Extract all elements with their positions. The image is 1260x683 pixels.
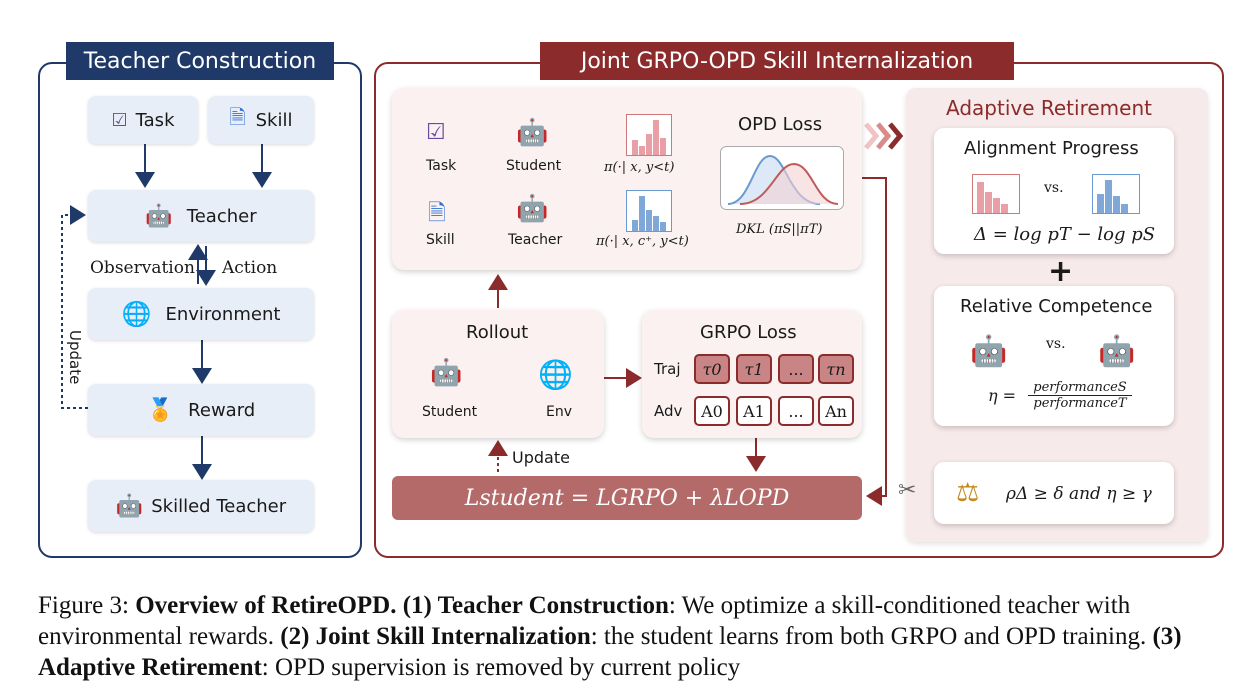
teacher-label-top: Teacher xyxy=(508,232,563,248)
retirement-condition: ρΔ ≥ δ and η ≥ γ xyxy=(1006,484,1152,504)
traj-token: τ0 xyxy=(694,354,730,384)
adv-token: A1 xyxy=(736,396,772,426)
teacher-mini-histogram xyxy=(1092,174,1140,214)
eta-lhs: η = xyxy=(988,386,1017,405)
teacher-construction-title: Teacher Construction xyxy=(66,42,334,80)
relative-competence-title: Relative Competence xyxy=(960,296,1153,317)
skill-node: 🗎 Skill xyxy=(208,96,314,144)
reward-node: 🏅 Reward xyxy=(88,384,314,436)
retirement-condition-card xyxy=(934,462,1174,524)
student-robot-icon: 🤖 xyxy=(516,118,549,148)
student-loss-bar: Lstudent = LGRPO + λLOPD xyxy=(392,476,862,520)
delta-formula: Δ = log pT − log pS xyxy=(974,224,1156,245)
grpo-loss-title: GRPO Loss xyxy=(700,322,797,343)
student-robot-fire-icon: 🤖 xyxy=(970,334,1008,369)
caption-text-2: : the student learns from both GRPO and … xyxy=(590,623,1153,650)
caption-text-1: : We optimize a skill-conditioned teache… xyxy=(38,592,1131,650)
adv-token: A0 xyxy=(694,396,730,426)
skill-label-mid: Skill xyxy=(426,232,455,248)
rollout-card xyxy=(392,310,604,438)
globe-icon: 🌐 xyxy=(121,300,152,328)
opd-loss-title: OPD Loss xyxy=(738,114,823,135)
environment-node: 🌐 Environment xyxy=(88,288,314,340)
robot-fire-icon: 🤖 xyxy=(145,203,173,229)
observation-label: Observation xyxy=(90,258,195,278)
caption-bold-2: (2) Joint Skill Internalization xyxy=(280,623,591,650)
skill-icon-mid: 🗎 xyxy=(428,201,446,226)
traj-token: τ1 xyxy=(736,354,772,384)
medal-icon: 🏅 xyxy=(146,397,175,423)
alignment-progress-title: Alignment Progress xyxy=(964,138,1139,159)
adv-token: ... xyxy=(778,396,814,426)
plus-sign: + xyxy=(1048,254,1074,289)
rollout-student-icon: 🤖 xyxy=(430,358,463,388)
teacher-node: 🤖 Teacher xyxy=(88,190,314,242)
skilled-teacher-node: 🤖 Skilled Teacher xyxy=(88,480,314,532)
eta-fraction: performanceS performanceT xyxy=(1028,380,1132,411)
task-node: ☑ Task xyxy=(88,96,198,144)
rollout-env-label: Env xyxy=(546,404,573,420)
kl-divergence-label: DKL (πS||πT) xyxy=(736,222,823,237)
teacher-distribution-histogram xyxy=(626,190,672,232)
document-icon: 🗎 xyxy=(229,105,246,129)
update-label-left: Update xyxy=(66,330,84,385)
adv-token: An xyxy=(818,396,854,426)
caption-bold-1: Overview of RetireOPD. (1) Teacher Const… xyxy=(135,592,669,619)
traj-token: ... xyxy=(778,354,814,384)
teacher-robot-snowflake-icon: 🤖 xyxy=(1098,334,1136,369)
task-label-mid: Task xyxy=(426,158,457,174)
teacher-robot-icon: 🤖 xyxy=(516,194,549,224)
adaptive-retirement-title: Adaptive Retirement xyxy=(946,96,1152,120)
balance-scale-icon: ⚖ xyxy=(956,478,980,508)
rollout-title: Rollout xyxy=(466,322,529,343)
pi-teacher-label: π(·| x, c⁺, y<t) xyxy=(596,234,689,249)
rollout-env-globe-icon: 🌐 xyxy=(538,358,573,391)
action-label: Action xyxy=(222,258,278,278)
scissors-icon: ✂ xyxy=(898,478,917,503)
relative-competence-card xyxy=(934,286,1174,426)
caption-bold-3: (3) Adaptive Retirement xyxy=(38,623,1182,681)
traj-label: Traj xyxy=(654,360,681,378)
pi-student-label: π(·| x, y<t) xyxy=(604,160,675,175)
joint-internalization-title: Joint GRPO-OPD Skill Internalization xyxy=(540,42,1014,80)
eta-numerator: performanceS xyxy=(1028,380,1132,396)
vs-label-1: vs. xyxy=(1044,180,1064,196)
task-icon: ☑ xyxy=(111,109,128,131)
kl-curves-plot xyxy=(720,146,844,210)
eta-denominator: performanceT xyxy=(1033,396,1127,411)
figure-caption: Figure 3: Overview of RetireOPD. (1) Tea… xyxy=(38,590,1228,683)
student-distribution-histogram xyxy=(626,114,672,156)
caption-text-3: : OPD supervision is removed by current … xyxy=(261,654,741,681)
robot-snowflake-icon: 🤖 xyxy=(115,493,144,519)
student-mini-histogram xyxy=(972,174,1020,214)
adv-label: Adv xyxy=(654,402,683,420)
traj-token: τn xyxy=(818,354,854,384)
task-icon-mid: ☑ xyxy=(426,120,446,145)
vs-label-2: vs. xyxy=(1046,336,1066,352)
update-label-mid: Update xyxy=(512,448,570,467)
caption-prefix: Figure 3: xyxy=(38,592,136,619)
student-label-top: Student xyxy=(506,158,562,174)
rollout-student-label: Student xyxy=(422,404,478,420)
